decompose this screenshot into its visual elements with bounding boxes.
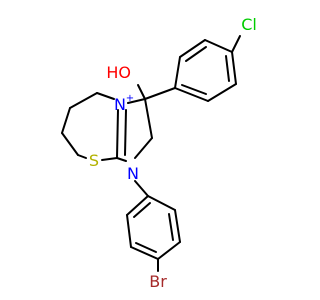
sulfur-label: S: [89, 151, 99, 170]
molecule-diagram: HO N + N S Cl Br: [61, 15, 257, 291]
bromine-label: Br: [149, 272, 167, 291]
bond: [144, 87, 176, 100]
hydroxyl-label: HO: [106, 63, 131, 82]
bond: [134, 137, 153, 159]
bond: [116, 109, 119, 159]
nitrogen-plus-label: N: [114, 95, 126, 114]
chlorine-label: Cl: [241, 15, 257, 34]
bond: [126, 214, 132, 248]
bond: [124, 109, 127, 156]
bond: [174, 209, 181, 243]
bond: [174, 56, 181, 89]
nitrogen-charge-label: +: [126, 93, 134, 104]
bond: [101, 157, 118, 161]
atom-labels: HO N + N S Cl Br: [89, 15, 257, 291]
bond: [137, 84, 146, 100]
bond: [157, 241, 181, 260]
bonds: [61, 35, 241, 272]
bond: [147, 195, 176, 211]
bond: [174, 87, 209, 102]
bond: [144, 98, 153, 139]
bond: [231, 35, 241, 53]
bond: [61, 107, 71, 134]
bond: [185, 46, 207, 62]
bond: [61, 132, 79, 156]
bond: [135, 242, 157, 253]
bond: [168, 213, 174, 241]
bond: [116, 157, 127, 162]
bond: [204, 39, 233, 53]
bond: [130, 246, 159, 260]
bond: [181, 84, 207, 95]
bond: [69, 92, 98, 109]
bond: [77, 154, 87, 159]
bond: [207, 83, 237, 102]
bond: [134, 180, 149, 197]
bond: [231, 51, 237, 85]
bond: [225, 55, 230, 82]
bond: [179, 39, 206, 58]
bond: [127, 98, 146, 104]
nitrogen-1-label: N: [127, 164, 139, 183]
bond: [126, 195, 149, 216]
bond: [133, 202, 151, 218]
bond: [96, 92, 115, 100]
